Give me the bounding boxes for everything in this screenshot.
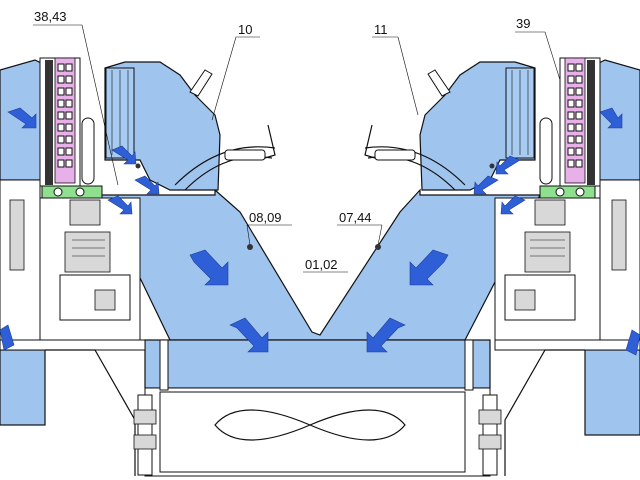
flow-arrow-icon [625,329,640,356]
flow-arrow-icon [495,155,521,175]
flow-arrow-icon [599,107,623,129]
flow-arrow-icon [229,317,269,353]
bottom-bolts [133,394,502,476]
callout-38-43: 38,43 [34,9,67,24]
left-side-assembly [0,57,146,476]
callout-01-02: 01,02 [305,257,338,272]
right-side-assembly [494,57,640,476]
central-duct [99,188,541,477]
magenta-stack-cells-left [57,63,73,168]
flow-arrows [0,107,640,356]
flow-arrow-icon [0,324,15,351]
flow-arrow-icon [7,107,37,129]
flow-arrow-icon [473,175,499,195]
left-upper-housing [104,61,276,191]
flow-arrow-icon [189,249,229,286]
flow-arrow-icon [500,195,526,215]
leader-lines [33,24,561,273]
callout-07-44: 07,44 [339,210,372,225]
callout-labels: 38,43 10 11 39 08,09 07,44 01,02 [34,9,530,272]
flow-arrow-icon [409,249,449,286]
callout-11: 11 [374,22,388,37]
flow-arrow-icon [111,145,137,165]
magenta-stack-cells-right [567,63,583,168]
callout-08-09: 08,09 [249,210,282,225]
flow-arrow-icon [134,175,160,195]
flow-arrow-icon [107,195,133,215]
callout-10: 10 [238,22,252,37]
flow-arrow-icon [366,317,406,353]
propeller-icon [214,409,406,441]
v-markers [135,163,495,250]
right-upper-housing [364,61,536,191]
callout-39: 39 [516,16,530,31]
